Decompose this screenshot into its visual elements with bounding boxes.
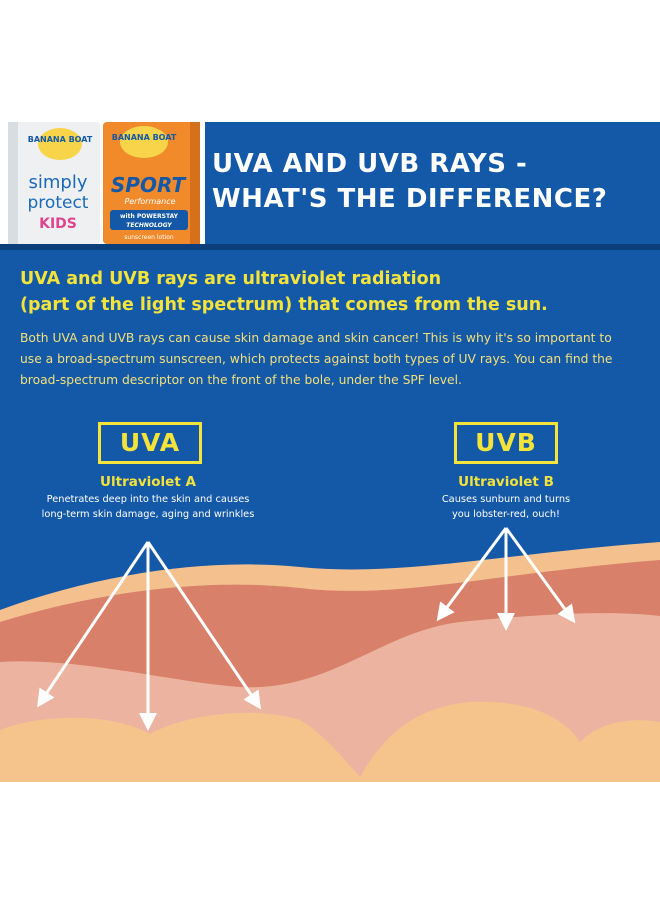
uva-desc-line-2: long-term skin damage, aging and wrinkle… bbox=[41, 509, 255, 520]
title-line-2: WHAT'S THE DIFFERENCE? bbox=[212, 184, 608, 214]
uva-desc-line-1: Penetrates deep into the skin and causes bbox=[46, 494, 250, 505]
header: BANANA BOAT simply protect KIDS BANANA B… bbox=[0, 122, 660, 244]
body-paragraph: Both UVA and UVB rays can cause skin dam… bbox=[20, 328, 650, 391]
bottle1-line2: protect bbox=[28, 193, 89, 213]
page-title: UVA AND UVB RAYS - WHAT'S THE DIFFERENCE… bbox=[212, 147, 652, 217]
title-line-1: UVA AND UVB RAYS - bbox=[212, 149, 528, 179]
uva-arrows bbox=[36, 527, 576, 731]
uva-arrow-left bbox=[36, 541, 150, 708]
uvb-desc-line-1: Causes sunburn and turns bbox=[441, 494, 571, 505]
product-bottles-image: BANANA BOAT simply protect KIDS BANANA B… bbox=[0, 122, 205, 244]
bottle2-line2: Performance bbox=[124, 197, 175, 206]
bottle2-badge2: TECHNOLOGY bbox=[126, 222, 172, 229]
header-divider bbox=[0, 244, 660, 250]
uva-label-box: UVA bbox=[98, 422, 202, 464]
bottle1-brand: BANANA BOAT bbox=[28, 135, 93, 144]
uvb-label-box: UVB bbox=[454, 422, 558, 464]
uva-arrow-right bbox=[146, 541, 262, 710]
body-line-2: use a broad-spectrum sunscreen, which pr… bbox=[20, 352, 613, 366]
uva-description: Penetrates deep into the skin and causes… bbox=[18, 492, 278, 522]
headline-line-2: (part of the light spectrum) that comes … bbox=[20, 295, 548, 315]
body-line-3: broad-spectrum descriptor on the front o… bbox=[20, 373, 462, 387]
uvb-description: Causes sunburn and turns you lobster-red… bbox=[376, 492, 636, 522]
skin-layers-illustration bbox=[0, 542, 660, 782]
bottle2-brand: BANANA BOAT bbox=[112, 133, 177, 142]
uvb-arrow-left bbox=[436, 527, 508, 622]
uvb-arrow-right bbox=[504, 527, 576, 624]
uvb-desc-line-2: you lobster-red, ouch! bbox=[452, 509, 560, 520]
bottle1-line3: KIDS bbox=[39, 216, 77, 232]
uva-name: Ultraviolet A bbox=[100, 474, 196, 490]
bottle2-badge1: with POWERSTAY bbox=[120, 213, 179, 220]
headline: UVA and UVB rays are ultraviolet radiati… bbox=[20, 266, 650, 318]
bottle1-line1: simply bbox=[29, 172, 88, 193]
headline-line-1: UVA and UVB rays are ultraviolet radiati… bbox=[20, 269, 442, 289]
bottle2-footer: sunscreen lotion bbox=[124, 234, 174, 241]
bottle2-line1: SPORT bbox=[111, 173, 187, 197]
uvb-name: Ultraviolet B bbox=[458, 474, 554, 490]
skin-deep-layer bbox=[0, 701, 660, 782]
body-line-1: Both UVA and UVB rays can cause skin dam… bbox=[20, 331, 612, 345]
